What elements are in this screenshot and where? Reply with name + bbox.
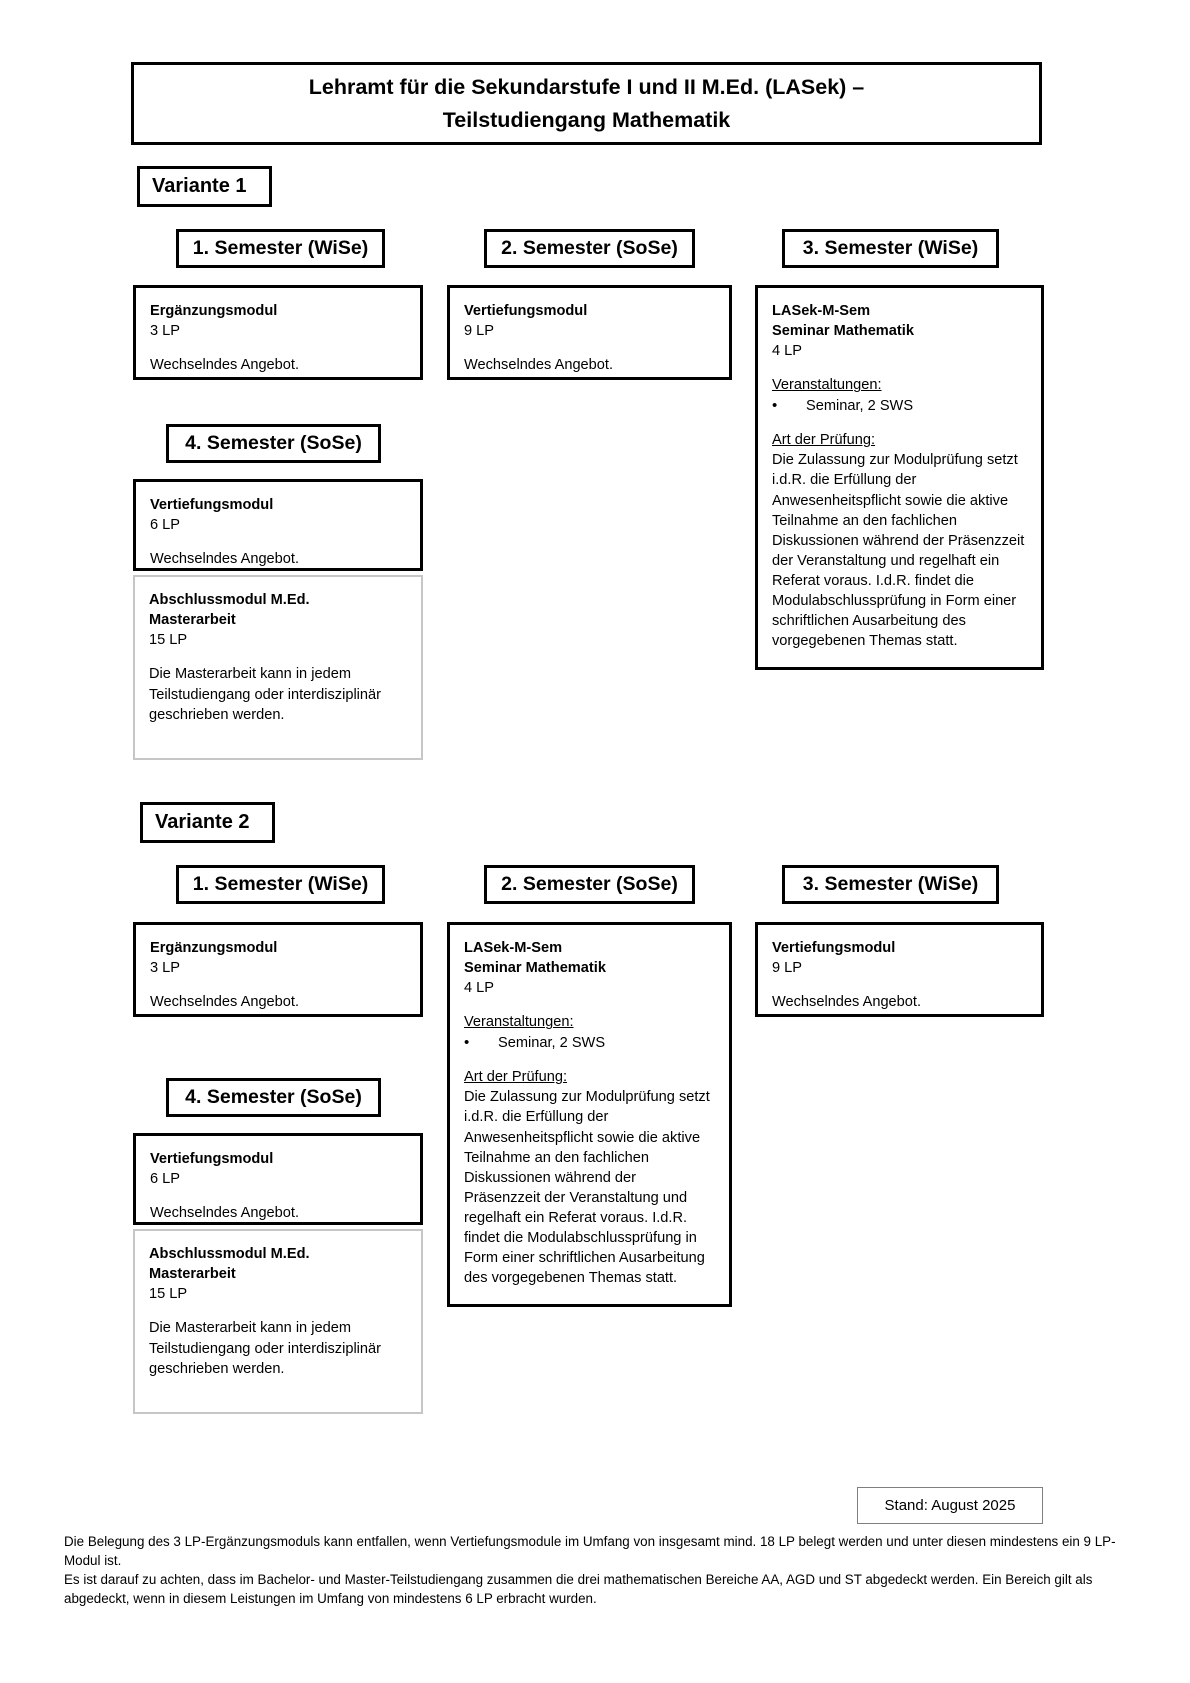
module-note: Wechselndes Angebot. (464, 357, 614, 374)
variante-2-text: Variante 2 (155, 811, 250, 833)
v2-s4-module-vertiefungsmodul: Vertiefungsmodul 6 LP Wechselndes Angebo… (133, 1133, 423, 1225)
footnotes: Die Belegung des 3 LP-Ergänzungsmoduls k… (64, 1532, 1124, 1608)
module-lp: 9 LP (464, 323, 495, 340)
spacer (772, 416, 1027, 430)
footnote-2: Es ist darauf zu achten, dass im Bachelo… (64, 1572, 1093, 1607)
module-name: Ergänzungsmodul (150, 940, 278, 956)
module-name-2: Masterarbeit (149, 612, 236, 629)
v1-s4-module-vertiefungsmodul: Vertiefungsmodul 6 LP Wechselndes Angebo… (133, 479, 423, 571)
module-name: Abschlussmodul M.Ed. (149, 592, 310, 608)
v1-semester-3-label: 3. Semester (WiSe) (802, 237, 979, 259)
module-lp: 4 LP (772, 343, 803, 360)
spacer (150, 535, 406, 549)
module-note: Die Masterarbeit kann in jedem Teilstudi… (149, 1320, 382, 1377)
module-name-2: Masterarbeit (149, 1266, 236, 1283)
v1-semester-3-header: 3. Semester (WiSe) (782, 229, 999, 268)
pruefung-label: Art der Prüfung: (772, 432, 876, 449)
bullet-icon: • (772, 396, 778, 414)
module-name: Seminar Mathematik (772, 323, 914, 340)
module-lp: 15 LP (149, 632, 188, 649)
spacer (464, 998, 715, 1012)
variante-2-label: Variante 2 (140, 802, 275, 843)
module-note: Wechselndes Angebot. (150, 551, 300, 568)
bullet-icon: • (464, 1033, 470, 1051)
v2-semester-2-header: 2. Semester (SoSe) (484, 865, 695, 904)
variante-1-label: Variante 1 (137, 166, 272, 207)
module-name: Vertiefungsmodul (150, 497, 274, 513)
module-lp: 3 LP (150, 960, 181, 977)
spacer (149, 1304, 407, 1318)
page-title-line1: Lehramt für die Sekundarstufe I und II M… (308, 75, 865, 100)
veranstaltungen-bullet-row: • Seminar, 2 SWS (464, 1033, 715, 1054)
spacer (150, 978, 406, 992)
module-name: Vertiefungsmodul (150, 1151, 274, 1167)
pruefung-label: Art der Prüfung: (464, 1069, 568, 1086)
module-code: LASek-M-Sem (772, 303, 871, 319)
module-lp: 6 LP (150, 1171, 181, 1188)
v2-semester-3-header: 3. Semester (WiSe) (782, 865, 999, 904)
v1-s3-module-seminar: LASek-M-Sem Seminar Mathematik 4 LP Vera… (755, 285, 1044, 670)
module-note: Wechselndes Angebot. (150, 1205, 300, 1222)
stand-text: Stand: August 2025 (884, 1497, 1016, 1514)
module-lp: 6 LP (150, 517, 181, 534)
v2-s4-module-abschlussmodul: Abschlussmodul M.Ed. Masterarbeit 15 LP … (133, 1229, 423, 1414)
module-name: Seminar Mathematik (464, 960, 606, 977)
variante-1-text: Variante 1 (152, 175, 247, 197)
v1-s2-module-vertiefungsmodul: Vertiefungsmodul 9 LP Wechselndes Angebo… (447, 285, 732, 380)
page-title-line2: Teilstudiengang Mathematik (442, 107, 731, 132)
spacer (150, 341, 406, 355)
v2-semester-3-label: 3. Semester (WiSe) (802, 873, 979, 895)
v1-semester-1-header: 1. Semester (WiSe) (176, 229, 385, 268)
module-lp: 3 LP (150, 323, 181, 340)
v2-semester-1-label: 1. Semester (WiSe) (192, 873, 369, 895)
v1-s4-module-abschlussmodul: Abschlussmodul M.Ed. Masterarbeit 15 LP … (133, 575, 423, 760)
v1-semester-1-label: 1. Semester (WiSe) (192, 237, 369, 259)
spacer (464, 1053, 715, 1067)
module-name: Vertiefungsmodul (772, 940, 896, 956)
v2-s2-module-seminar: LASek-M-Sem Seminar Mathematik 4 LP Vera… (447, 922, 732, 1307)
footnote-1: Die Belegung des 3 LP-Ergänzungsmoduls k… (64, 1534, 1116, 1569)
spacer (149, 650, 407, 664)
v1-semester-4-header: 4. Semester (SoSe) (166, 424, 381, 463)
page-title: Lehramt für die Sekundarstufe I und II M… (131, 62, 1042, 145)
module-name: Ergänzungsmodul (150, 303, 278, 319)
veranstaltungen-bullet-text: Seminar, 2 SWS (806, 397, 914, 414)
veranstaltungen-label: Veranstaltungen: (464, 1014, 574, 1031)
veranstaltungen-label: Veranstaltungen: (772, 377, 882, 394)
v1-semester-2-header: 2. Semester (SoSe) (484, 229, 695, 268)
module-name: Abschlussmodul M.Ed. (149, 1246, 310, 1262)
module-note: Wechselndes Angebot. (772, 994, 922, 1011)
v1-s1-module-ergaenzungsmodul: Ergänzungsmodul 3 LP Wechselndes Angebot… (133, 285, 423, 380)
v2-s1-module-ergaenzungsmodul: Ergänzungsmodul 3 LP Wechselndes Angebot… (133, 922, 423, 1017)
spacer (772, 361, 1027, 375)
pruefung-text: Die Zulassung zur Modulprüfung setzt i.d… (772, 452, 1025, 650)
module-lp: 15 LP (149, 1286, 188, 1303)
module-name: Vertiefungsmodul (464, 303, 588, 319)
spacer (772, 978, 1027, 992)
v2-s3-module-vertiefungsmodul: Vertiefungsmodul 9 LP Wechselndes Angebo… (755, 922, 1044, 1017)
module-lp: 9 LP (772, 960, 803, 977)
v2-semester-2-label: 2. Semester (SoSe) (501, 873, 678, 895)
module-note: Die Masterarbeit kann in jedem Teilstudi… (149, 666, 382, 723)
spacer (150, 1189, 406, 1203)
v2-semester-4-label: 4. Semester (SoSe) (185, 1086, 362, 1108)
spacer (464, 341, 715, 355)
v2-semester-1-header: 1. Semester (WiSe) (176, 865, 385, 904)
module-note: Wechselndes Angebot. (150, 994, 300, 1011)
stand-box: Stand: August 2025 (857, 1487, 1043, 1524)
veranstaltungen-bullet-text: Seminar, 2 SWS (498, 1034, 606, 1051)
pruefung-text: Die Zulassung zur Modulprüfung setzt i.d… (464, 1089, 710, 1287)
v1-semester-4-label: 4. Semester (SoSe) (185, 432, 362, 454)
veranstaltungen-bullet-row: • Seminar, 2 SWS (772, 396, 1027, 417)
v2-semester-4-header: 4. Semester (SoSe) (166, 1078, 381, 1117)
v1-semester-2-label: 2. Semester (SoSe) (501, 237, 678, 259)
module-lp: 4 LP (464, 980, 495, 997)
module-code: LASek-M-Sem (464, 940, 563, 956)
module-note: Wechselndes Angebot. (150, 357, 300, 374)
